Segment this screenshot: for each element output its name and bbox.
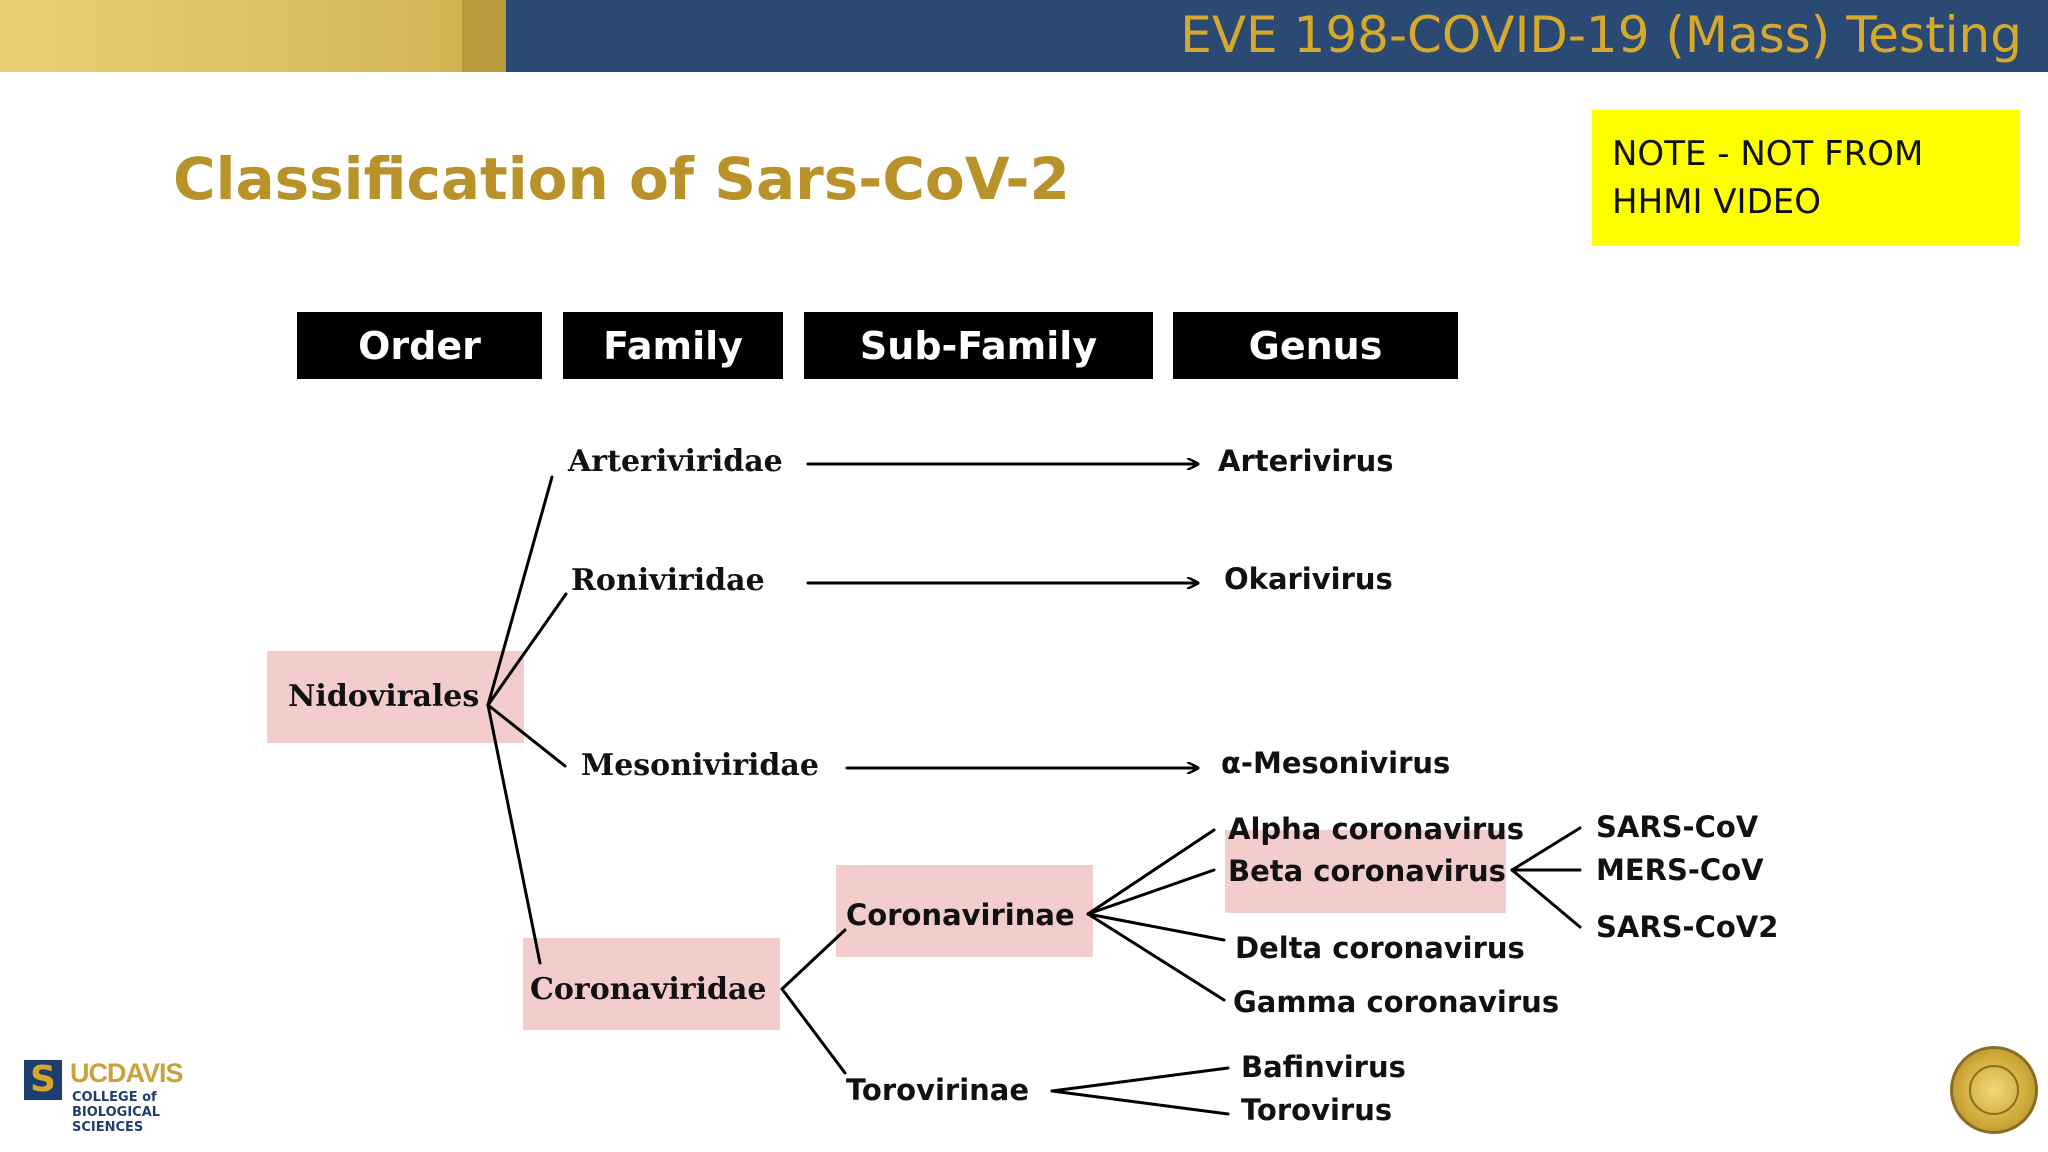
family-coronaviridae: Coronaviridae [530, 972, 767, 1007]
note-box: NOTE - NOT FROM HHMI VIDEO [1592, 110, 2020, 246]
slide-title: Classification of Sars-CoV-2 [173, 145, 1070, 213]
header-gold-block [0, 0, 462, 72]
course-title: EVE 198-COVID-19 (Mass) Testing [1180, 6, 2022, 64]
column-header-family: Family [563, 312, 783, 379]
genus-mesonivirus: α-Mesonivirus [1221, 746, 1451, 780]
column-header-subfamily: Sub-Family [804, 312, 1153, 379]
logo-name: UCDAVIS [70, 1058, 184, 1088]
header-gold-divider [462, 0, 506, 72]
edge-torovirinae-bafinvirus [1050, 1066, 1230, 1093]
edge-nidovirales-arteriviridae [486, 475, 554, 707]
subfamily-torovirinae: Torovirinae [846, 1073, 1030, 1107]
ucdavis-logo: S UCDAVIS COLLEGE of BIOLOGICAL SCIENCES [24, 1058, 214, 1138]
column-header-order: Order [297, 312, 542, 379]
edge-coronavirinae-beta [1086, 868, 1216, 916]
order-nidovirales: Nidovirales [288, 679, 480, 714]
edge-nidovirales-coronaviridae [486, 703, 542, 965]
highlight-coronavirinae [836, 865, 1093, 957]
edge-coronavirinae-alpha [1086, 828, 1216, 916]
genus-delta-coronavirus: Delta coronavirus [1235, 931, 1525, 965]
column-header-genus: Genus [1173, 312, 1458, 379]
edge-coronavirinae-gamma [1086, 912, 1226, 1002]
subfamily-coronavirinae: Coronavirinae [846, 898, 1075, 932]
family-mesoniviridae: Mesoniviridae [581, 748, 819, 783]
genus-arterivirus: Arterivirus [1218, 444, 1394, 478]
genus-torovirus: Torovirus [1241, 1093, 1393, 1127]
university-seal-icon [1950, 1046, 2038, 1134]
highlight-beta-coronavirus [1225, 830, 1506, 913]
species-mers-cov: MERS-CoV [1596, 853, 1764, 887]
genus-beta-coronavirus: Beta coronavirus [1228, 854, 1506, 888]
genus-alpha-coronavirus: Alpha coronavirus [1228, 812, 1525, 846]
genus-okarivirus: Okarivirus [1224, 562, 1393, 596]
highlight-nidovirales [267, 651, 524, 743]
edge-beta-sars-cov [1510, 826, 1582, 872]
note-text: NOTE - NOT FROM HHMI VIDEO [1612, 134, 1924, 222]
edge-coronaviridae-torovirinae [780, 987, 847, 1075]
highlight-coronaviridae [523, 938, 780, 1030]
edge-nidovirales-roniviridae [486, 592, 568, 707]
family-arteriviridae: Arteriviridae [568, 444, 783, 479]
family-roniviridae: Roniviridae [571, 563, 765, 598]
genus-gamma-coronavirus: Gamma coronavirus [1233, 985, 1560, 1019]
edge-coronavirinae-delta [1086, 912, 1226, 942]
edge-nidovirales-mesoniviridae [486, 703, 567, 768]
logo-college: COLLEGE of BIOLOGICAL SCIENCES [72, 1090, 161, 1135]
genus-bafinvirus: Bafinvirus [1241, 1050, 1406, 1084]
edge-coronaviridae-coronavirinae [780, 928, 847, 991]
species-sars-cov2: SARS-CoV2 [1596, 910, 1779, 944]
ucd-mark-icon [24, 1060, 62, 1100]
edge-torovirinae-torovirus [1050, 1089, 1230, 1116]
species-sars-cov: SARS-CoV [1596, 810, 1759, 844]
edge-beta-sars-cov2 [1510, 868, 1582, 929]
